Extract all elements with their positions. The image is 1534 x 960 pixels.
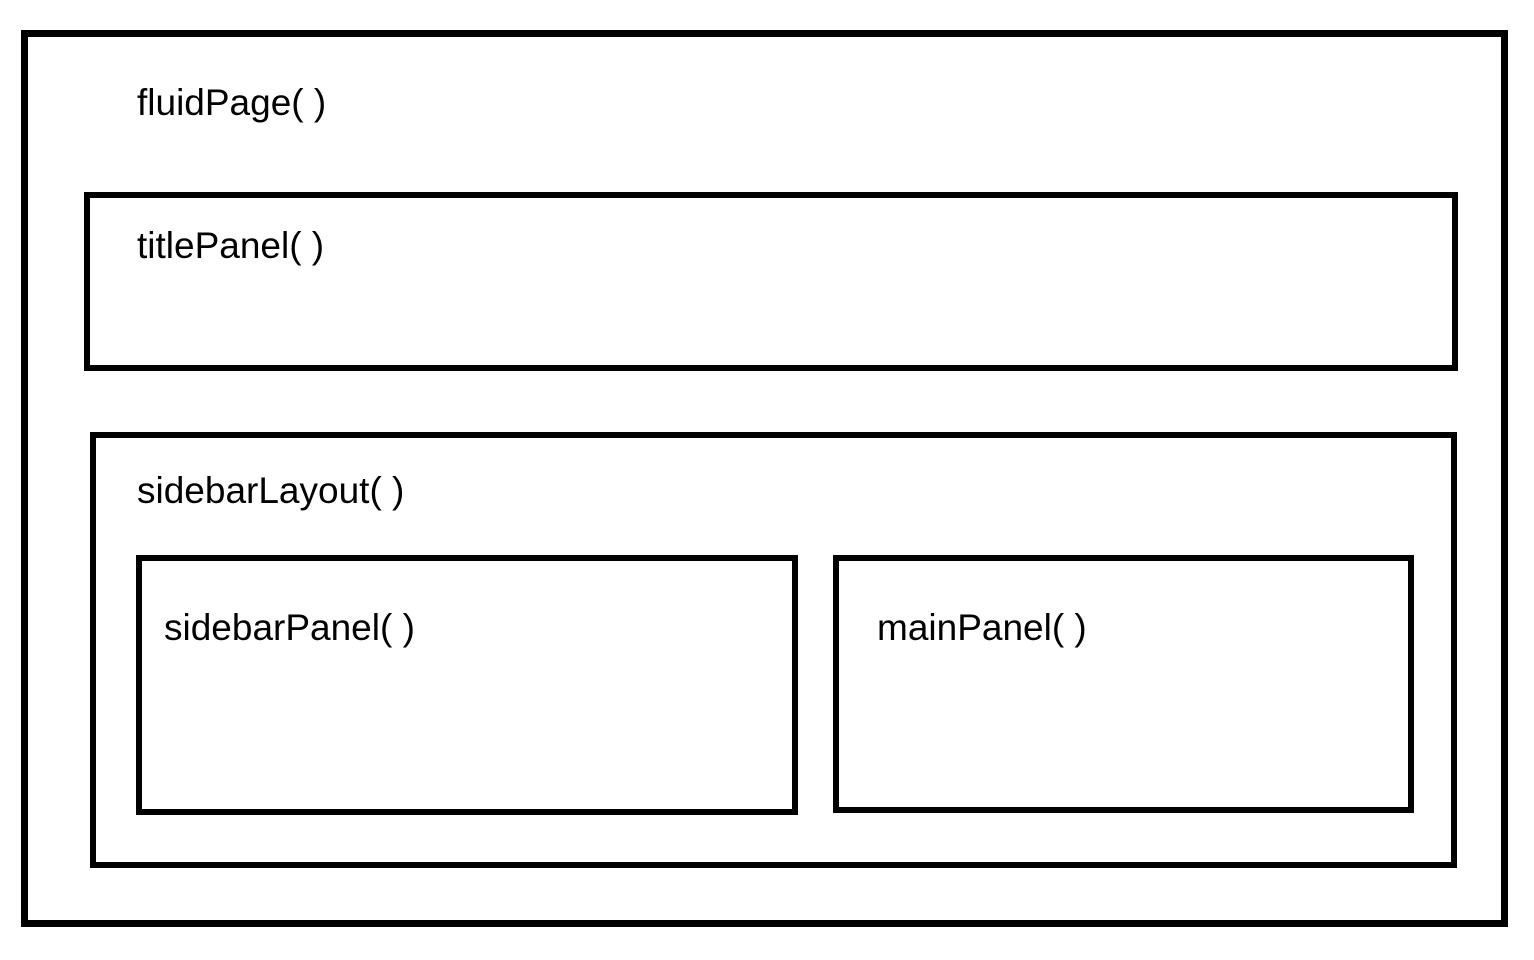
title-panel-container: [84, 192, 1458, 371]
title-panel-label: titlePanel( ): [137, 225, 325, 266]
sidebar-panel-label: sidebarPanel( ): [164, 607, 415, 648]
fluid-page-label: fluidPage( ): [137, 82, 327, 123]
main-panel-label: mainPanel( ): [877, 607, 1087, 648]
sidebar-panel-container: [136, 555, 798, 815]
sidebar-layout-label: sidebarLayout( ): [137, 470, 405, 511]
main-panel-container: [833, 555, 1414, 813]
